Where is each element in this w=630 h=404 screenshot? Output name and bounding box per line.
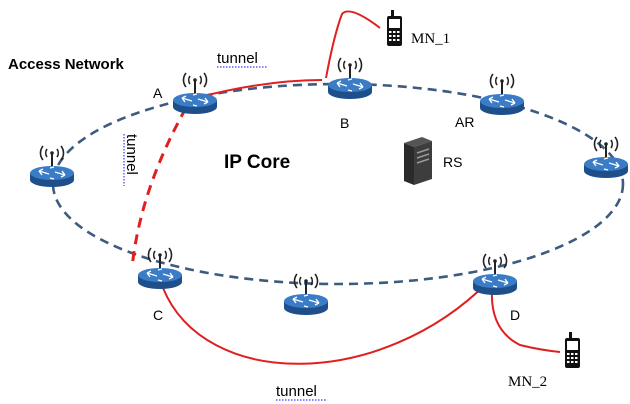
tunnel-line-c-d (162, 281, 489, 365)
router-right[interactable] (583, 136, 629, 179)
router-d-label: D (510, 307, 520, 323)
wireless-router-icon (472, 253, 518, 296)
router-bottom[interactable] (283, 273, 329, 316)
server-icon (404, 137, 432, 185)
router-b[interactable] (327, 57, 373, 100)
wireless-router-icon (283, 273, 329, 316)
wireless-router-icon (137, 247, 183, 290)
wireless-router-icon (583, 136, 629, 179)
link-d-mn2 (490, 289, 561, 353)
tunnel-label-top: tunnel (217, 50, 258, 67)
server-rs[interactable] (404, 137, 432, 185)
ip-core-label: IP Core (224, 152, 290, 173)
router-a-label: A (153, 85, 163, 101)
access-network-label: Access Network (8, 56, 125, 73)
mobile-phone-icon (565, 332, 580, 368)
router-c[interactable] (137, 247, 183, 290)
tunnel-label-left: tunnel (123, 134, 140, 175)
mobile-node-1-label: MN_1 (411, 31, 450, 47)
mobile-node-2-label: MN_2 (508, 374, 547, 390)
mobile-phone-icon (387, 10, 402, 46)
router-c-label: C (153, 307, 163, 323)
mobile-node-2[interactable] (565, 332, 580, 368)
router-ar-label: AR (455, 114, 474, 130)
server-rs-label: RS (443, 154, 462, 170)
wireless-router-icon (479, 73, 525, 116)
tunnel-line-a-c (130, 107, 188, 269)
router-ar[interactable] (479, 73, 525, 116)
router-b-label: B (340, 115, 349, 131)
link-b-mn1 (325, 10, 381, 79)
router-d[interactable] (472, 253, 518, 296)
tunnel-line-a-b (195, 79, 323, 99)
core-ring-link (51, 82, 625, 286)
wireless-router-icon (327, 57, 373, 100)
mobile-node-1[interactable] (387, 10, 402, 46)
tunnel-label-bottom: tunnel (276, 383, 317, 400)
